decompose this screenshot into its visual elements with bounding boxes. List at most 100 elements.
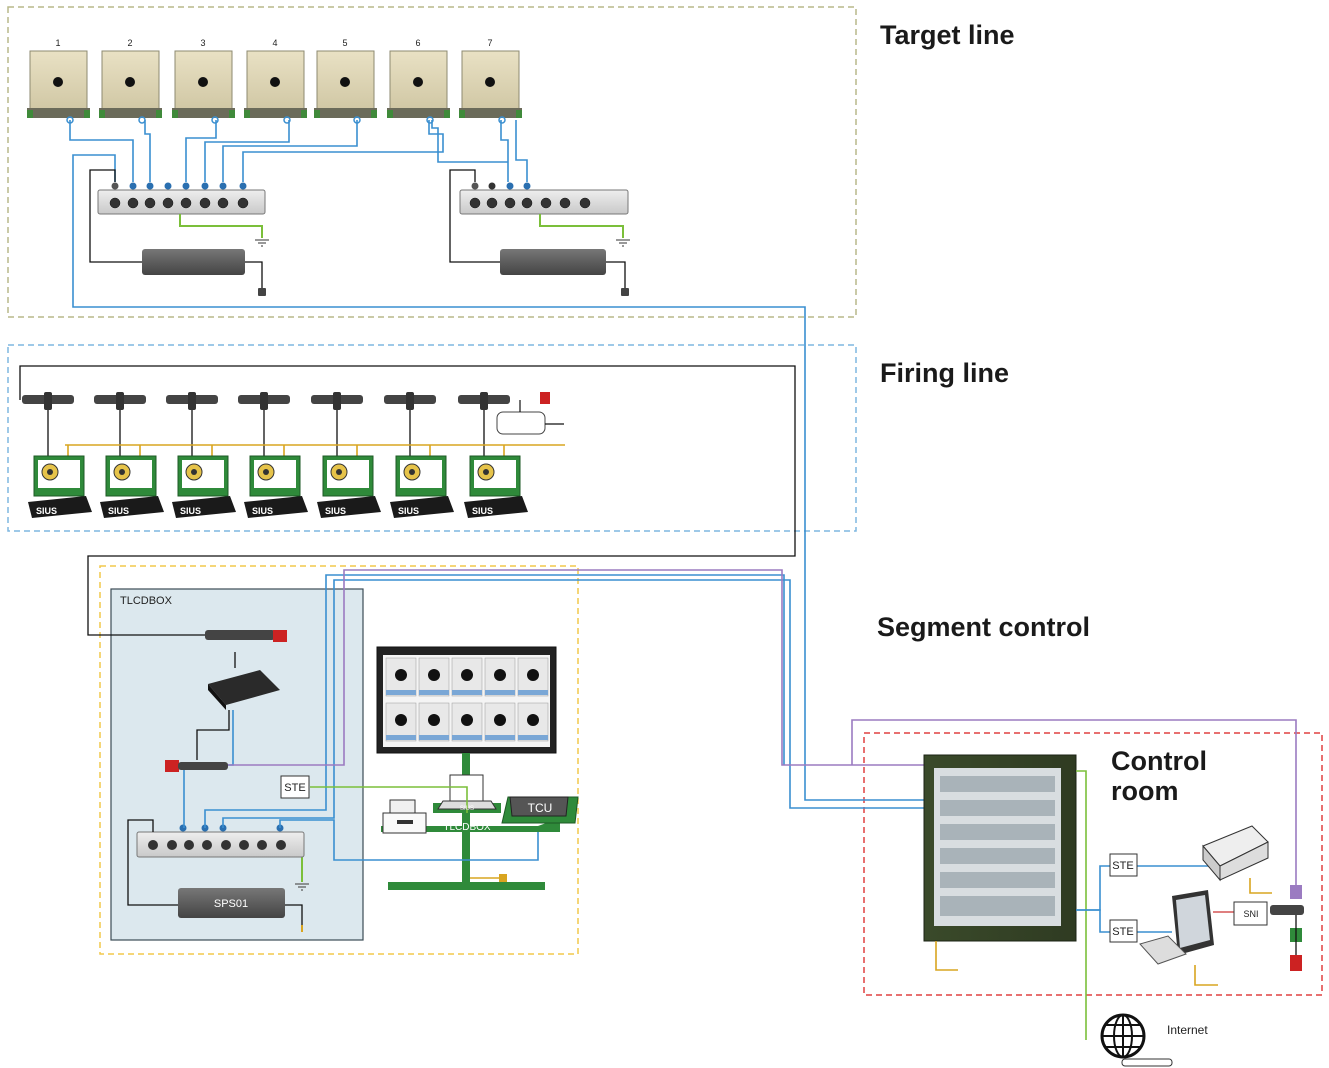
shooter-station-5: SIUS [311,392,381,518]
target-bullseye [413,77,423,87]
sps01-label: SPS01 [214,898,248,910]
target-number: 5 [342,38,347,48]
sni-label: SNI [1243,909,1258,919]
control-ste-bottom-label: STE [1112,926,1133,938]
purple-loop-cable [851,719,1297,885]
station-label: SIUS [180,506,201,516]
target-line-title: Target line [880,20,1015,50]
control-workstation [1139,890,1214,965]
laptop-label: SIUS [460,806,474,812]
display-tile-target [494,669,506,681]
ground-symbols [255,239,630,891]
control-ste-bottom-box [1109,919,1138,943]
target-number: 1 [55,38,60,48]
tcu-label: TCU [528,801,553,815]
firing-line-title: Firing line [880,358,1010,388]
target-number: 7 [487,38,492,48]
target-5: 5 [314,38,377,124]
plugs-target [258,288,629,296]
display-tile-target [395,714,407,726]
target-number: 6 [415,38,420,48]
firing-terminator [540,392,550,404]
target-number: 3 [200,38,205,48]
station-label: SIUS [325,506,346,516]
firing-bus-cable [19,365,796,636]
station-label: SIUS [36,506,57,516]
firing-power-block [496,411,546,435]
firing-group: SIUS SIUS SIUS SIUS SIUS SIUS SIUS [22,392,528,518]
target-3: 3 [172,38,235,124]
segment-connectors [165,630,287,772]
target-bullseye [125,77,135,87]
station-label: SIUS [472,506,493,516]
segment-hub [136,824,305,858]
shooter-station-3: SIUS [166,392,236,518]
display-tile-target [494,714,506,726]
display-tile-target [461,714,473,726]
shooter-station-2: SIUS [94,392,164,518]
segment-black-cables [127,652,303,925]
target-bullseye [340,77,350,87]
display-tile-target [461,669,473,681]
segment-router [208,670,280,705]
target-hub-right [459,182,629,215]
display-tile-target [527,714,539,726]
target-bullseye [270,77,280,87]
target-bullseye [198,77,208,87]
target-number: 2 [127,38,132,48]
display-stand [462,753,470,888]
target-bullseye [53,77,63,87]
target-group: 1 2 3 4 5 6 7 [27,38,522,124]
sps01-psu [178,888,285,918]
target-bullseye [485,77,495,87]
control-ste-top-label: STE [1112,860,1133,872]
control-room-title-line2: room [1111,776,1179,806]
segment-blue-cables [183,574,924,861]
display-tiles [385,657,549,742]
station-label: SIUS [252,506,273,516]
target-4: 4 [244,38,307,124]
station-label: SIUS [398,506,419,516]
target-line-border [7,6,857,318]
tlcdbox-label: TLCDBOX [120,595,173,607]
target-backbone-cable [72,154,924,801]
display-tile-target [527,669,539,681]
target-cables [69,120,528,182]
target-number: 4 [272,38,277,48]
target-1: 1 [27,38,90,124]
ste-green-cable [310,786,468,813]
display-tile-target [395,669,407,681]
firing-line-border [7,344,857,532]
segment-ste-label: STE [284,782,305,794]
segment-control-border [99,565,579,955]
display-tile-target [428,714,440,726]
sni-box [1233,901,1268,926]
control-room-title-line1: Control [1111,746,1207,776]
control-ste-top-box [1109,853,1138,877]
desk-label: TLCDBOX [443,822,491,833]
station-label: SIUS [108,506,129,516]
internet-label: Internet [1167,1023,1208,1037]
shooter-station-6: SIUS [384,392,454,518]
target-hub-left [97,182,266,215]
printer [382,799,427,834]
psu-right [500,249,606,275]
control-connectors [1270,885,1304,971]
shooter-station-7: SIUS [458,392,528,518]
tcu-device [501,796,579,824]
target-7: 7 [459,38,522,124]
display-tile [418,657,450,697]
shooter-station-4: SIUS [238,392,308,518]
target-2: 2 [99,38,162,124]
segment-purple-cable [226,569,924,766]
segment-control-title: Segment control [877,612,1091,642]
segment-ste-box [280,775,310,799]
control-printer [1202,825,1269,882]
psu-left [142,249,245,275]
internet-globe-icon [1100,1013,1173,1067]
power-cables-target [89,169,626,290]
server-cabinet [923,754,1077,942]
display-tile-target [428,669,440,681]
